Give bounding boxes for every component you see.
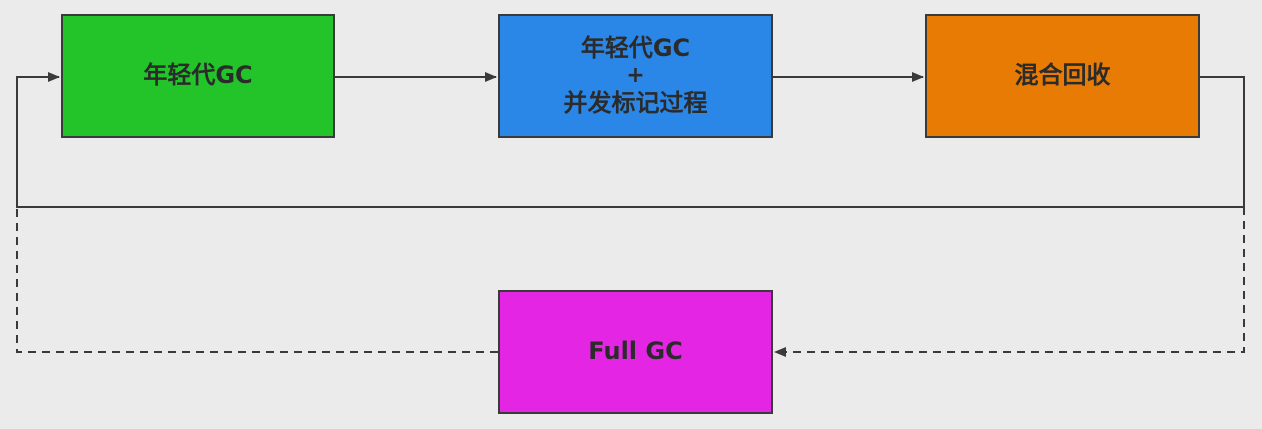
node-full-gc: Full GC [498,290,773,414]
node-mixed-collection-label: 混合回收 [1014,61,1111,90]
node-concurrent-mark-line1: 年轻代GC [580,33,691,62]
node-mixed-collection: 混合回收 [925,14,1200,138]
edge-mixed-to-young-gc-loop [16,72,1245,208]
node-concurrent-mark-plus: + [626,62,645,88]
edge-mixed-to-full-gc [774,207,1245,357]
node-full-gc-label: Full GC [588,337,683,366]
node-young-gc: 年轻代GC [61,14,335,138]
node-concurrent-mark-line3: 并发标记过程 [563,89,708,118]
node-young-gc-concurrent-mark: 年轻代GC + 并发标记过程 [498,14,773,138]
edge-full-gc-to-young-gc [16,207,498,353]
node-young-gc-label: 年轻代GC [143,61,253,90]
